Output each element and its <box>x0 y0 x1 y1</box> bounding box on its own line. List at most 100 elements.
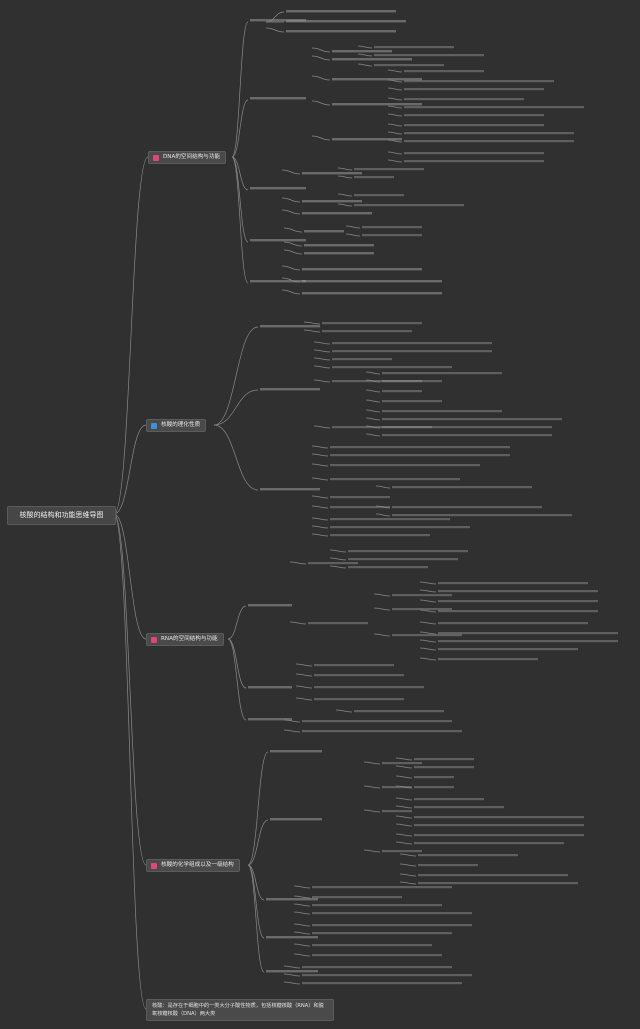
node-text-placeholder <box>266 936 318 939</box>
node-text-placeholder <box>382 810 412 813</box>
node-text-placeholder <box>332 78 422 81</box>
node-text-placeholder <box>404 124 544 127</box>
connector <box>113 424 147 515</box>
connector <box>295 673 313 677</box>
connector <box>365 371 381 375</box>
connector <box>387 87 403 91</box>
node-text-placeholder <box>308 622 368 625</box>
connector <box>281 197 301 203</box>
node-text-placeholder <box>414 816 584 819</box>
connector <box>373 633 391 637</box>
connector <box>281 209 301 215</box>
connector <box>311 477 329 481</box>
connector <box>373 593 391 597</box>
connector <box>335 709 353 713</box>
node-text-placeholder <box>438 600 598 603</box>
connector <box>247 864 265 939</box>
node-text-placeholder <box>332 426 432 429</box>
node-text-placeholder <box>438 610 598 613</box>
connector <box>395 775 413 779</box>
connector <box>313 349 331 353</box>
node-text-placeholder <box>418 864 478 867</box>
connector <box>363 849 381 853</box>
connector <box>337 175 353 179</box>
node-text-placeholder <box>418 874 568 877</box>
branch-chemical-composition[interactable]: 核酸的化学组成以及一级结构 <box>146 859 240 872</box>
connector <box>289 561 307 565</box>
node-text-placeholder <box>270 750 322 753</box>
branch-rna-structure[interactable]: RNA的空间结构与功能 <box>146 633 224 646</box>
node-text-placeholder <box>312 904 442 907</box>
node-text-placeholder <box>312 886 452 889</box>
connector <box>283 719 301 723</box>
node-text-placeholder <box>374 46 454 49</box>
node-text-placeholder <box>330 478 460 481</box>
connector <box>357 45 373 49</box>
connector <box>311 533 329 537</box>
connector <box>395 765 413 769</box>
connector <box>231 156 249 243</box>
node-text-placeholder <box>382 390 422 393</box>
connector <box>399 853 417 857</box>
connector <box>311 47 331 53</box>
node-text-placeholder <box>304 252 374 255</box>
node-text-placeholder <box>382 850 422 853</box>
connector <box>283 227 303 233</box>
connector <box>419 647 437 651</box>
node-text-placeholder <box>392 594 452 597</box>
node-text-placeholder <box>362 234 422 237</box>
connector <box>419 639 437 643</box>
connector <box>113 513 147 866</box>
connector <box>283 249 303 255</box>
node-text-placeholder <box>438 582 588 585</box>
node-text-placeholder <box>286 30 396 33</box>
connector <box>303 329 321 333</box>
node-text-placeholder <box>404 106 584 109</box>
connector <box>363 761 381 765</box>
node-text-placeholder <box>382 762 422 765</box>
connector <box>419 609 437 613</box>
info-icon <box>151 422 157 429</box>
node-text-placeholder <box>438 590 598 593</box>
connector <box>231 156 249 191</box>
node-text-placeholder <box>302 292 442 295</box>
connector <box>247 751 269 866</box>
node-text-placeholder <box>322 322 422 325</box>
definition-note[interactable]: 核酸：是存在于细胞中的一类大分子酸性物质，包括核糖核酸（RNA）和脱氧核糖核酸（… <box>146 999 334 1021</box>
connector <box>213 389 259 426</box>
node-text-placeholder <box>302 212 372 215</box>
connector <box>231 156 249 284</box>
connector <box>113 156 149 515</box>
branch-physicochemical[interactable]: 核酸的理化性质 <box>146 419 207 432</box>
node-text-placeholder <box>404 88 544 91</box>
connector <box>265 27 285 33</box>
connector <box>395 815 413 819</box>
node-text-placeholder <box>392 514 572 517</box>
connector <box>311 100 331 106</box>
node-text-placeholder <box>382 410 502 413</box>
node-text-placeholder <box>354 204 464 207</box>
connector <box>311 445 329 449</box>
root-node[interactable]: 核酸的结构和功能思维导图 <box>7 506 116 525</box>
node-text-placeholder <box>250 97 306 100</box>
node-text-placeholder <box>314 664 394 667</box>
connector <box>345 225 361 229</box>
node-text-placeholder <box>302 730 462 733</box>
connector <box>365 379 381 383</box>
connector <box>387 123 403 127</box>
connector <box>313 379 331 383</box>
node-text-placeholder <box>374 54 484 57</box>
connector <box>329 565 347 569</box>
connector <box>387 105 403 109</box>
branch-dna-structure[interactable]: DNA的空间结构与功能 <box>148 151 227 164</box>
node-text-placeholder <box>414 806 504 809</box>
node-text-placeholder <box>302 268 422 271</box>
connector <box>375 513 391 517</box>
connector <box>213 424 259 491</box>
connector <box>283 965 301 969</box>
node-text-placeholder <box>312 924 472 927</box>
node-text-placeholder <box>332 358 392 361</box>
node-text-placeholder <box>414 824 584 827</box>
connector <box>399 863 417 867</box>
connector <box>293 911 311 915</box>
